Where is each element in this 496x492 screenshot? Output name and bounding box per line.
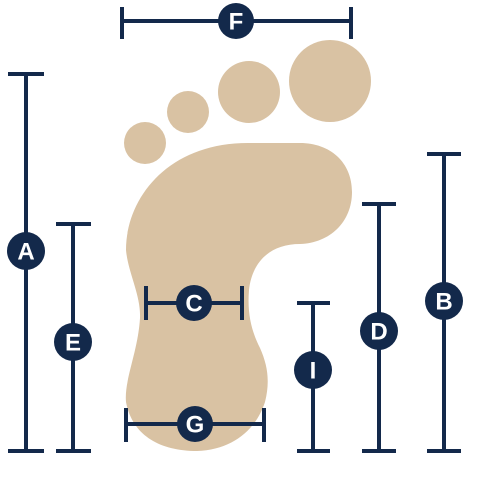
dimension-g: G bbox=[124, 406, 266, 442]
dimension-e-badge bbox=[54, 323, 92, 361]
dimension-g-badge bbox=[177, 406, 213, 442]
third-toe bbox=[167, 91, 209, 133]
dimension-g-label: G bbox=[186, 412, 205, 439]
fourth-toe bbox=[124, 122, 166, 164]
dimension-e-label: E bbox=[65, 330, 81, 357]
dimension-d: D bbox=[360, 202, 398, 453]
dimension-d-badge bbox=[360, 312, 398, 350]
dimension-f-label: F bbox=[229, 9, 244, 36]
dimension-c-badge bbox=[176, 285, 212, 321]
sole bbox=[125, 143, 353, 451]
dimension-b: B bbox=[425, 152, 463, 453]
dimension-a-badge bbox=[7, 232, 45, 270]
big-toe bbox=[289, 40, 371, 122]
dimension-f: F bbox=[120, 3, 353, 39]
dimension-b-label: B bbox=[435, 289, 452, 316]
dimension-a: A bbox=[7, 72, 45, 453]
dimension-b-badge bbox=[425, 282, 463, 320]
foot-illustration bbox=[124, 40, 371, 451]
dimension-i: I bbox=[294, 301, 332, 453]
dimension-c-label: C bbox=[185, 291, 202, 318]
dimension-f-badge bbox=[218, 3, 254, 39]
dimension-d-label: D bbox=[370, 319, 387, 346]
dimension-a-label: A bbox=[17, 239, 34, 266]
second-toe bbox=[218, 61, 280, 123]
dimension-i-label: I bbox=[310, 358, 317, 385]
dimension-c: C bbox=[144, 285, 244, 321]
dimension-e: E bbox=[54, 222, 92, 453]
dimension-i-badge bbox=[294, 351, 332, 389]
